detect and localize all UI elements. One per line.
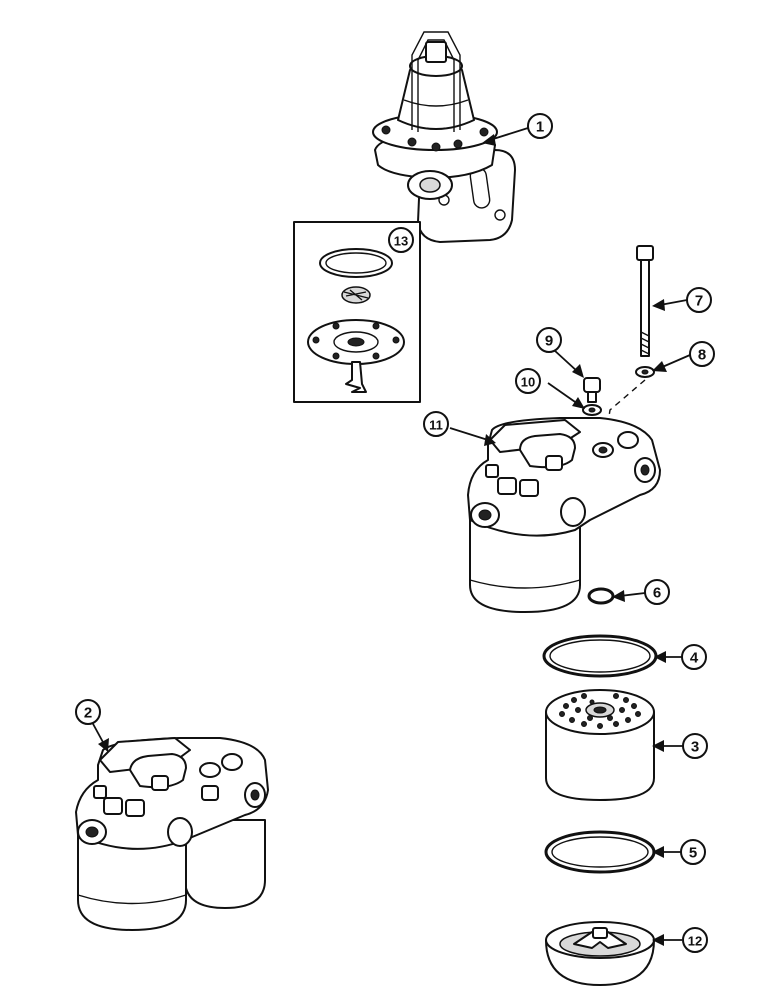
callout-7: 7: [686, 287, 712, 313]
callout-3: 3: [682, 733, 708, 759]
filter-element: [545, 689, 655, 801]
small-seal-ring: [587, 587, 615, 605]
svg-text:9: 9: [545, 333, 553, 350]
svg-text:3: 3: [691, 739, 699, 756]
callout-11: 11: [423, 411, 449, 437]
svg-text:12: 12: [688, 934, 702, 949]
bleed-screw: [583, 377, 601, 403]
callout-2: 2: [75, 699, 101, 725]
fuel-lift-pump: [372, 31, 516, 243]
single-filter-assembly: [467, 417, 661, 613]
svg-text:13: 13: [394, 234, 408, 249]
callout-10: 10: [515, 368, 541, 394]
svg-text:5: 5: [689, 845, 697, 862]
callout-1: 1: [527, 113, 553, 139]
diaphragm-kit-inset: [293, 221, 421, 403]
svg-text:2: 2: [84, 705, 92, 722]
bowl-seal-ring: [544, 830, 656, 874]
svg-text:1: 1: [536, 119, 544, 136]
svg-text:4: 4: [690, 650, 699, 667]
callout-9: 9: [536, 327, 562, 353]
callout-8: 8: [689, 341, 715, 367]
svg-text:8: 8: [698, 347, 706, 364]
bolt-washer: [635, 366, 655, 378]
svg-text:7: 7: [695, 293, 703, 310]
bleed-screw-washer: [582, 404, 602, 416]
large-seal-ring: [542, 634, 658, 678]
leader-lines: [91, 127, 691, 946]
callout-5: 5: [680, 839, 706, 865]
callout-12: 12: [682, 927, 708, 953]
twin-filter-assembly: [75, 737, 269, 931]
callout-6: 6: [644, 579, 670, 605]
svg-text:10: 10: [521, 375, 535, 390]
filter-bowl: [545, 921, 655, 986]
callout-4: 4: [681, 644, 707, 670]
long-bolt: [636, 245, 654, 357]
svg-text:11: 11: [429, 418, 443, 433]
svg-text:6: 6: [653, 585, 661, 602]
callout-13: 13: [388, 227, 414, 253]
